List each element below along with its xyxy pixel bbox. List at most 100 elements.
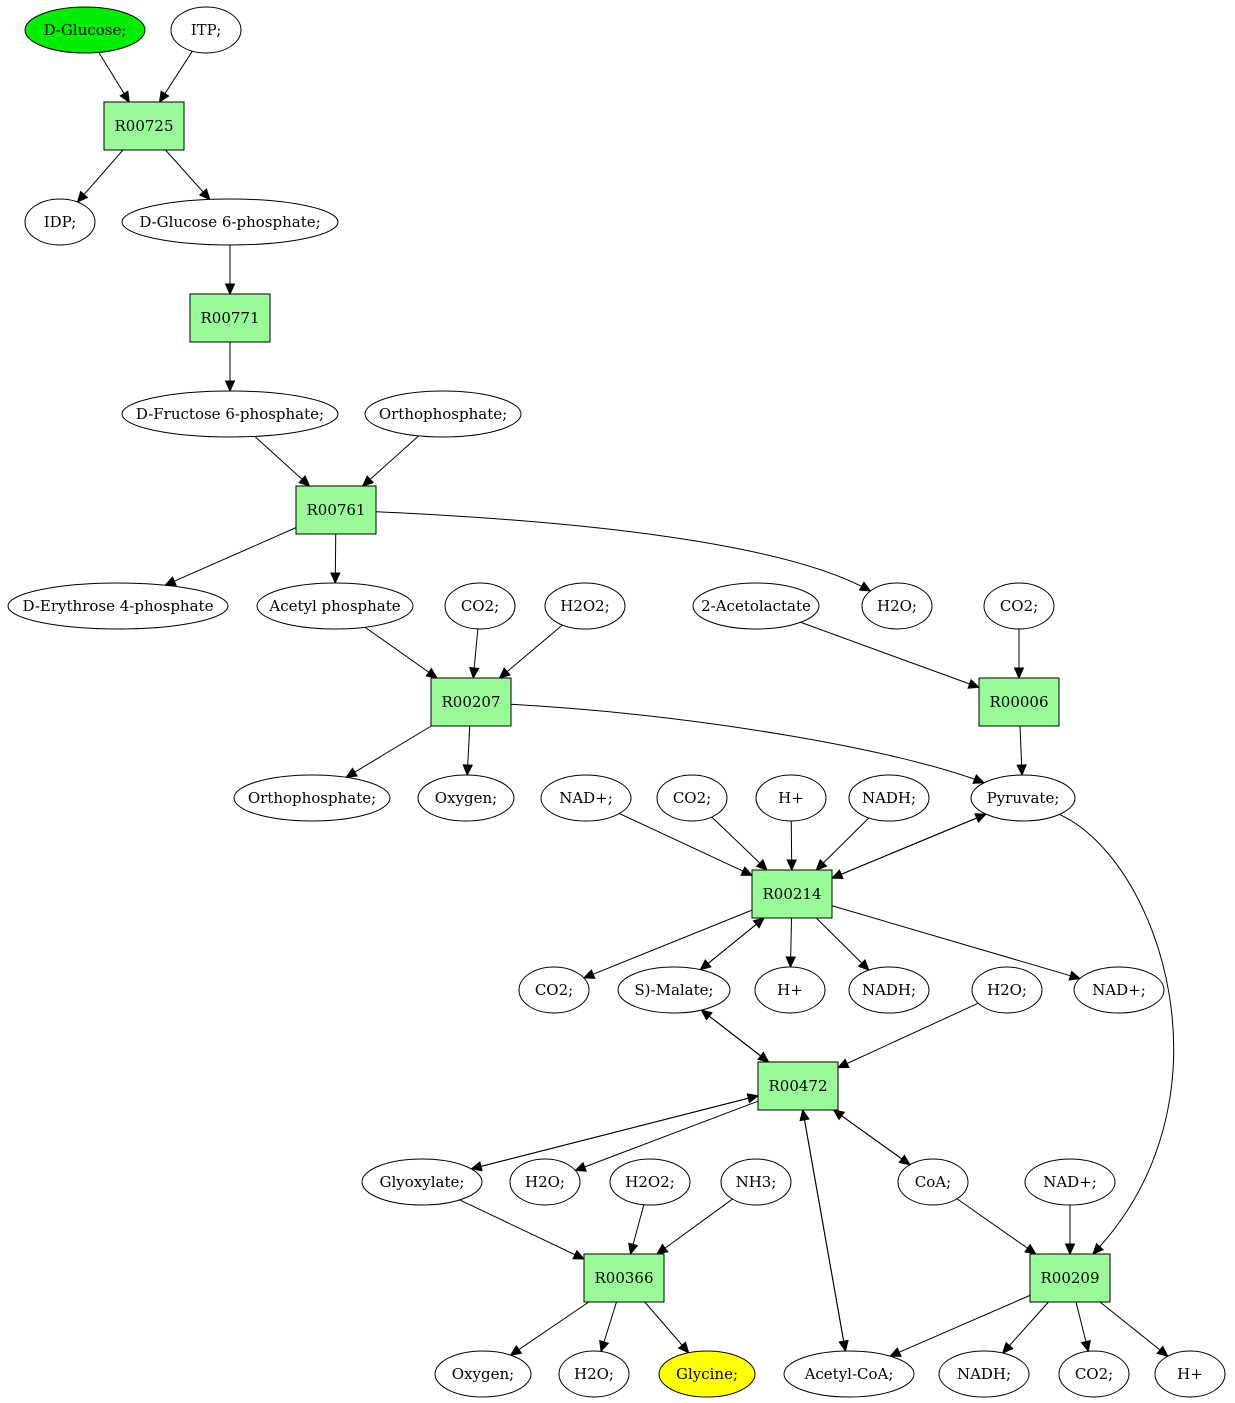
compound-ellipse (971, 966, 1043, 1014)
edge-n-nh3-to-r00366 (656, 1198, 733, 1255)
compound-node-acetyl-coa-n-accoa[interactable]: Acetyl-CoA; (783, 1350, 915, 1398)
compound-node-d-glucose-n-glucose[interactable]: D-Glucose; (24, 6, 146, 54)
edge-n-pi1-to-r00761-arrowhead (361, 475, 375, 487)
compound-node-glycine-n-gly[interactable]: Glycine; (658, 1350, 756, 1398)
compound-ellipse (1058, 1350, 1130, 1398)
edge-n-h2o2a-to-r00207-arrowhead (498, 667, 511, 679)
reaction-node-r00209-r00209[interactable]: R00209 (1029, 1253, 1111, 1303)
edge-r00214-to-n-co2d-arrowhead (582, 969, 596, 979)
compound-node-d-erythrose-4-phosphate-n-e4p[interactable]: D-Erythrose 4-phosphate (7, 582, 229, 630)
compound-node-d-glucose-6-phosphate-n-g6p[interactable]: D-Glucose 6-phosphate; (121, 198, 339, 246)
edge-n-mal-to-r00214-line (700, 917, 765, 971)
compound-node-pyruvate-n-pyr[interactable]: Pyruvate; (970, 774, 1076, 822)
reaction-box (757, 1061, 839, 1111)
compound-node-h2o2-n-h2o2b[interactable]: H2O2; (609, 1158, 691, 1206)
edge-r00214-to-n-co2d-line (583, 909, 753, 979)
compound-node-acetyl-phosphate-n-acp[interactable]: Acetyl phosphate (256, 582, 414, 630)
compound-node-orthophosphate-n-pi2[interactable]: Orthophosphate; (233, 774, 391, 822)
node-label: D-Glucose 6-phosphate; (139, 213, 320, 231)
edge-r00761-to-n-acp (330, 533, 341, 585)
compound-ellipse (783, 1350, 915, 1398)
edge-n-nadh1-to-r00214-line (815, 817, 870, 871)
compound-node-h2o-n-h2oc[interactable]: H2O; (509, 1158, 581, 1206)
reaction-node-r00725-r00725[interactable]: R00725 (103, 101, 185, 151)
edge-r00761-to-n-e4p-arrowhead (164, 576, 177, 586)
compound-ellipse (755, 774, 827, 822)
compound-node-h2o-n-h2oa[interactable]: H2O; (861, 582, 933, 630)
edge-r00366-to-n-o2b (509, 1301, 590, 1356)
compound-node-nh3-n-nh3[interactable]: NH3; (720, 1158, 792, 1206)
compound-node-s-malate-n-mal[interactable]: S)-Malate; (617, 966, 731, 1014)
compound-node-co2-n-co2e[interactable]: CO2; (1058, 1350, 1130, 1398)
reaction-box (430, 677, 512, 727)
compound-node-h2o-n-h2od[interactable]: H2O; (558, 1350, 630, 1398)
reaction-node-r00366-r00366[interactable]: R00366 (583, 1253, 665, 1303)
edge-r00209-to-n-co2e-arrowhead (1080, 1339, 1091, 1353)
compound-ellipse (983, 582, 1055, 630)
compound-ellipse (754, 966, 826, 1014)
reaction-node-r00761-r00761[interactable]: R00761 (295, 485, 377, 535)
compound-node-itp-n-itp[interactable]: ITP; (170, 6, 242, 54)
edge-r00214-to-n-nadh2-line (815, 917, 870, 971)
compound-node-co2-n-co2c[interactable]: CO2; (656, 774, 728, 822)
compound-node-nad-n-nad1[interactable]: NAD+; (540, 774, 632, 822)
compound-node-nadh-n-nadh2[interactable]: NADH; (848, 966, 930, 1014)
edge-n-mal-to-r00214 (700, 917, 765, 971)
node-label: Acetyl-CoA; (804, 1365, 894, 1383)
edge-n-h2o2a-to-r00207 (498, 624, 563, 679)
edge-n-co2a-to-r00207 (468, 628, 480, 680)
edge-r00207-to-n-o2a (462, 725, 474, 777)
compound-ellipse (938, 1350, 1030, 1398)
compound-node-co2-n-co2d[interactable]: CO2; (518, 966, 590, 1014)
edge-r00209-to-n-accoa-line (889, 1294, 1031, 1357)
node-label: NAD+; (1043, 1173, 1097, 1191)
edge-n-nh3-to-r00366-arrowhead (656, 1243, 669, 1255)
compound-node-nadh-n-nadh1[interactable]: NADH; (848, 774, 930, 822)
reaction-node-r00472-r00472[interactable]: R00472 (757, 1061, 839, 1111)
compound-node-h-n-h1[interactable]: H+ (755, 774, 827, 822)
compound-node-idp-n-idp[interactable]: IDP; (24, 198, 96, 246)
node-label: D-Glucose; (44, 21, 127, 39)
reaction-node-r00006-r00006[interactable]: R00006 (978, 677, 1060, 727)
compound-node-co2-n-co2a[interactable]: CO2; (444, 582, 516, 630)
edge-r00761-to-n-h2oa-arrowhead (858, 581, 872, 592)
edge-n-acl-to-r00006-line (800, 621, 980, 688)
compound-node-nad-n-nad3[interactable]: NAD+; (1024, 1158, 1116, 1206)
node-label: NAD+; (559, 789, 613, 807)
compound-node-nadh-n-nadh3[interactable]: NADH; (938, 1350, 1030, 1398)
compound-node-d-fructose-6-phosphate-n-f6p[interactable]: D-Fructose 6-phosphate; (121, 390, 339, 438)
reaction-node-r00214-r00214[interactable]: R00214 (751, 869, 833, 919)
reaction-node-r00771-r00771[interactable]: R00771 (189, 293, 271, 343)
compound-node-orthophosphate-n-pi1[interactable]: Orthophosphate; (364, 390, 522, 438)
compound-ellipse (24, 6, 146, 54)
edge-n-accoa-to-r00472-line (802, 1109, 846, 1352)
edge-n-h1-to-r00214-arrowhead (786, 859, 797, 872)
reaction-node-r00207-r00207[interactable]: R00207 (430, 677, 512, 727)
compound-node-2-acetolactate-n-acl[interactable]: 2-Acetolactate (692, 582, 820, 630)
compound-node-co2-n-co2b[interactable]: CO2; (983, 582, 1055, 630)
compound-node-nad-n-nad2[interactable]: NAD+; (1073, 966, 1165, 1014)
compound-node-glyoxylate-n-glx[interactable]: Glyoxylate; (361, 1158, 483, 1206)
compound-node-oxygen-n-o2b[interactable]: Oxygen; (434, 1350, 532, 1398)
edge-n-co2b-to-r00006 (1013, 629, 1025, 680)
node-label: D-Fructose 6-phosphate; (136, 405, 324, 423)
compound-node-oxygen-n-o2a[interactable]: Oxygen; (417, 774, 515, 822)
edge-r00761-to-n-acp-arrowhead (330, 572, 341, 585)
edge-r00209-to-n-accoa-arrowhead (888, 1347, 902, 1357)
compound-node-h-n-h2[interactable]: H+ (754, 966, 826, 1014)
node-label: H2O; (574, 1365, 614, 1383)
node-label: NADH; (862, 981, 916, 999)
edge-n-h2o2a-to-r00207-line (499, 624, 563, 679)
node-label: R00207 (441, 693, 500, 711)
edge-r00725-to-n-g6p-line (165, 149, 211, 200)
compound-ellipse (544, 582, 626, 630)
compound-node-h-n-h3[interactable]: H+ (1154, 1350, 1226, 1398)
edge-r00214-to-n-pyr-arrowhead (974, 813, 988, 824)
compound-node-h2o-n-h2ob[interactable]: H2O; (971, 966, 1043, 1014)
compound-node-h2o2-n-h2o2a[interactable]: H2O2; (544, 582, 626, 630)
edge-r00366-to-n-h2od-arrowhead (599, 1339, 610, 1353)
compound-node-coa-n-coa[interactable]: CoA; (897, 1158, 969, 1206)
node-label: R00214 (762, 885, 821, 903)
edge-r00761-to-n-h2oa-line (375, 511, 871, 592)
